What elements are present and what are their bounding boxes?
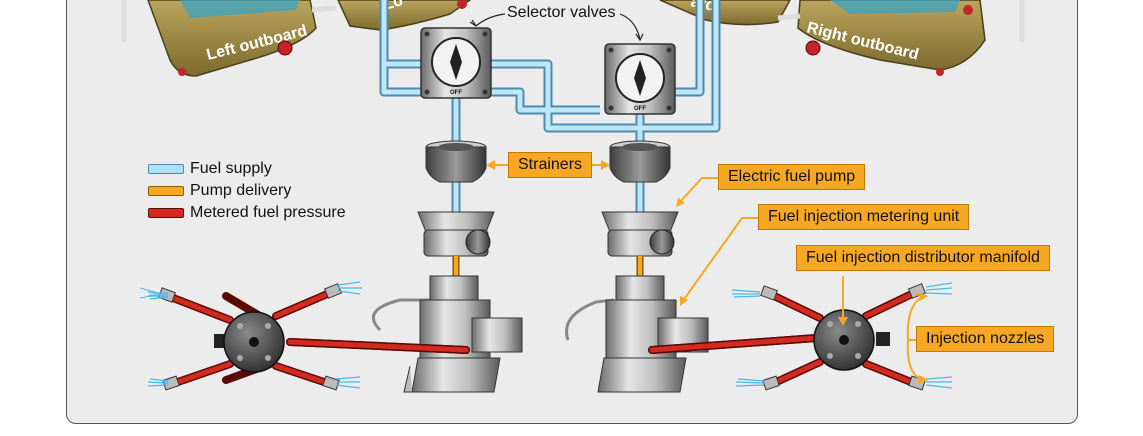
selector-valves-arrows	[469, 13, 644, 42]
legend-item-pump-delivery: Pump delivery	[148, 180, 346, 202]
selector-off-text: OFF	[450, 90, 462, 96]
selector-valve-left: OFF	[420, 27, 492, 99]
selector-valves-label: Selector valves	[507, 4, 616, 21]
legend-label: Pump delivery	[190, 182, 292, 199]
legend: Fuel supply Pump delivery Metered fuel p…	[148, 158, 346, 224]
distributor-manifold-callout: Fuel injection distributor manifold	[796, 245, 1050, 271]
strainer-left	[425, 140, 487, 183]
callout-arrowheads	[486, 160, 928, 384]
fuel-supply-lines	[381, 0, 719, 212]
legend-label: Metered fuel pressure	[190, 204, 346, 221]
right-outboard-tank: Right outboard	[797, 0, 986, 76]
pump-right	[601, 211, 679, 257]
pump-left	[417, 211, 495, 257]
selector-valve-right: OFF	[604, 43, 676, 115]
legend-item-metered-pressure: Metered fuel pressure	[148, 202, 346, 224]
distributor-manifold-left	[139, 281, 470, 391]
fuel-supply-swatch	[148, 164, 184, 174]
electric-fuel-pump-callout: Electric fuel pump	[718, 164, 866, 190]
metering-unit-right	[565, 275, 709, 393]
injection-nozzles-callout: Injection nozzles	[916, 326, 1055, 352]
metering-unit-left	[371, 275, 523, 393]
pump-delivery-lines	[452, 256, 644, 276]
left-inboard-tank: Lo	[337, 0, 472, 31]
legend-label: Fuel supply	[190, 160, 272, 177]
metered-pressure-swatch	[148, 208, 184, 218]
selector-off-text-right: OFF	[634, 106, 646, 112]
legend-item-fuel-supply: Fuel supply	[148, 158, 346, 180]
strainer-right	[609, 140, 671, 183]
right-inboard-tank: ard	[659, 0, 791, 26]
left-outboard-tank: Left outboard	[147, 0, 317, 77]
strainers-callout: Strainers	[508, 152, 593, 178]
metering-unit-callout: Fuel injection metering unit	[758, 204, 970, 230]
pump-delivery-swatch	[148, 186, 184, 196]
vent-pipes	[121, 0, 1025, 42]
